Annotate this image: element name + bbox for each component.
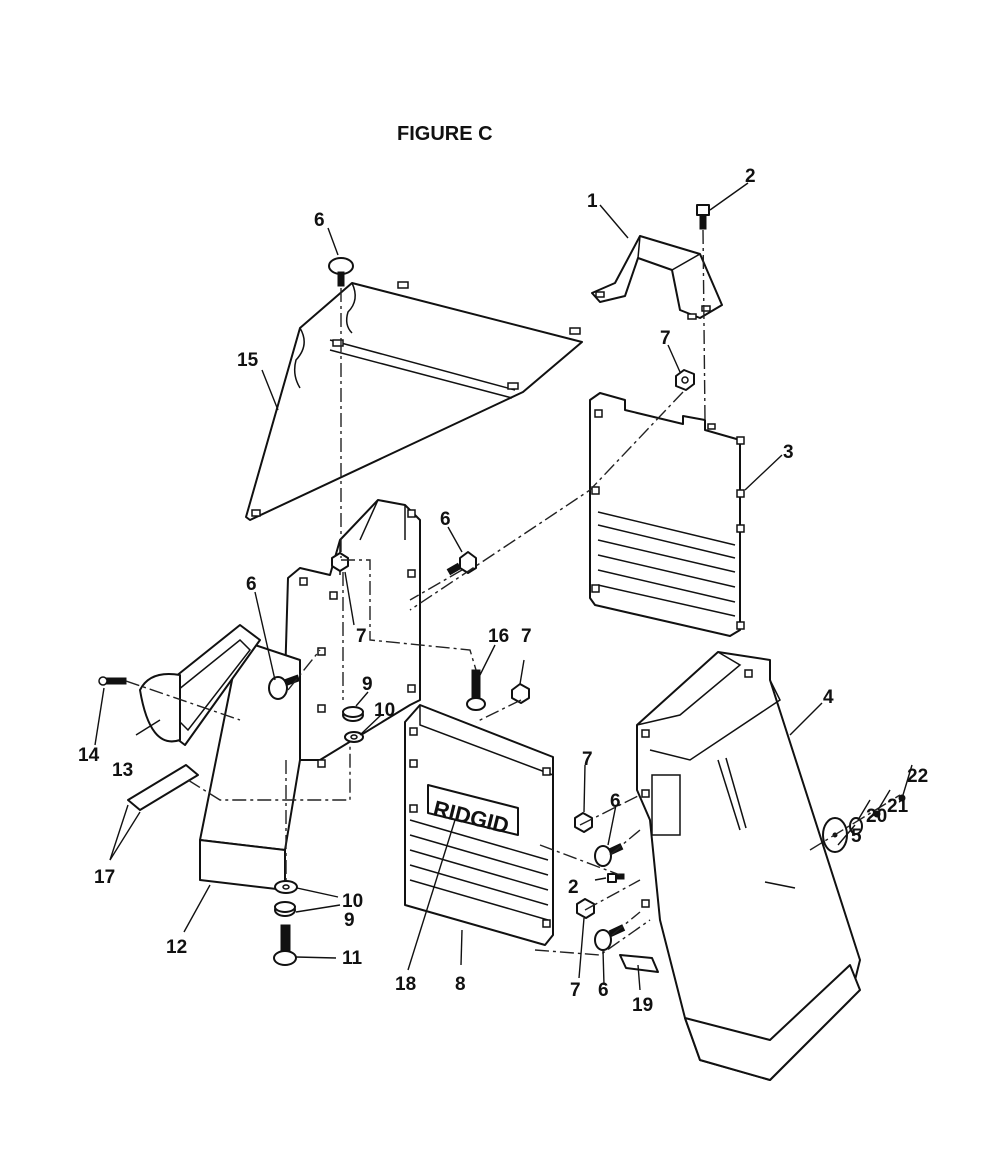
- part-6-bolt-left: [268, 674, 301, 700]
- figure-title: FIGURE C: [397, 123, 493, 145]
- part-1-bracket: [591, 235, 723, 320]
- callout-21: 21: [887, 796, 909, 817]
- callout-11: 11: [342, 948, 363, 969]
- callout-8: 8: [455, 974, 466, 995]
- part-9-nut-bottom: [274, 901, 296, 917]
- part-7-nut-shelf: [331, 552, 349, 572]
- part-3-rear-panel: [589, 392, 745, 637]
- callout-3: 3: [783, 442, 794, 463]
- part-16-bolt: [466, 669, 486, 711]
- callout-16: 16: [488, 626, 509, 647]
- part-11-bolt: [273, 924, 297, 966]
- callout-6-top: 6: [314, 210, 325, 231]
- callout-4: 4: [823, 687, 834, 708]
- callout-6-left: 6: [246, 574, 257, 595]
- callout-10-bottom: 10: [342, 891, 363, 912]
- callout-6-mid: 6: [440, 509, 451, 530]
- assembly-lines: [125, 229, 901, 956]
- part-20-washer: [849, 817, 863, 835]
- callout-14: 14: [78, 745, 100, 766]
- part-10-washer-bottom: [274, 880, 298, 894]
- part-14-pin: [98, 676, 127, 686]
- callout-6-bottom: 6: [598, 980, 609, 1001]
- callout-1: 1: [587, 191, 598, 212]
- part-22-cap: [898, 794, 906, 802]
- callout-17: 17: [94, 867, 115, 888]
- part-6-bolt-top: [328, 257, 354, 287]
- part-2-bolt-c: [607, 873, 625, 883]
- callout-7-b: 7: [521, 626, 532, 647]
- callout-7-top: 7: [660, 328, 671, 349]
- callout-9-bottom: 9: [344, 910, 355, 931]
- left-leg-frame: [284, 499, 421, 768]
- callout-9-mid: 9: [362, 674, 373, 695]
- leader-lines: [94, 182, 913, 991]
- callout-6-right: 6: [610, 791, 621, 812]
- part-6-bolt-mid: [446, 551, 477, 576]
- callout-7-c: 7: [582, 749, 593, 770]
- part-4-right-leg: [636, 651, 861, 1081]
- part-8-front-panel: RIDGID: [404, 704, 554, 946]
- part-7-nut-top: [675, 369, 695, 391]
- callout-22: 22: [907, 766, 928, 787]
- callout-19: 19: [632, 995, 653, 1016]
- part-13-mount-plate: [139, 624, 261, 746]
- callout-12: 12: [166, 937, 187, 958]
- callout-18: 18: [395, 974, 416, 995]
- callout-2-top: 2: [745, 166, 756, 187]
- part-17-label: [127, 764, 199, 811]
- callout-7-d: 7: [570, 980, 581, 1001]
- part-7-nut-d: [576, 898, 595, 919]
- part-2-bolt-top: [696, 204, 710, 230]
- part-15-shelf: [245, 281, 583, 521]
- callout-2-right: 2: [568, 877, 579, 898]
- callout-20: 20: [866, 806, 887, 827]
- callouts: 1 2 2 3 4 5 6 6 6 6 6 7 7 7 7 7 7 8 9 9 …: [78, 166, 928, 1016]
- part-21-nut: [873, 810, 881, 818]
- callout-5: 5: [851, 826, 862, 847]
- part-19-label: [619, 954, 659, 973]
- callout-7-shelf: 7: [356, 626, 367, 647]
- callout-10-mid: 10: [374, 700, 395, 721]
- callout-13: 13: [112, 760, 133, 781]
- callout-15: 15: [237, 350, 259, 371]
- part-10-washer-mid: [344, 731, 364, 743]
- part-9-nut-mid: [342, 706, 364, 722]
